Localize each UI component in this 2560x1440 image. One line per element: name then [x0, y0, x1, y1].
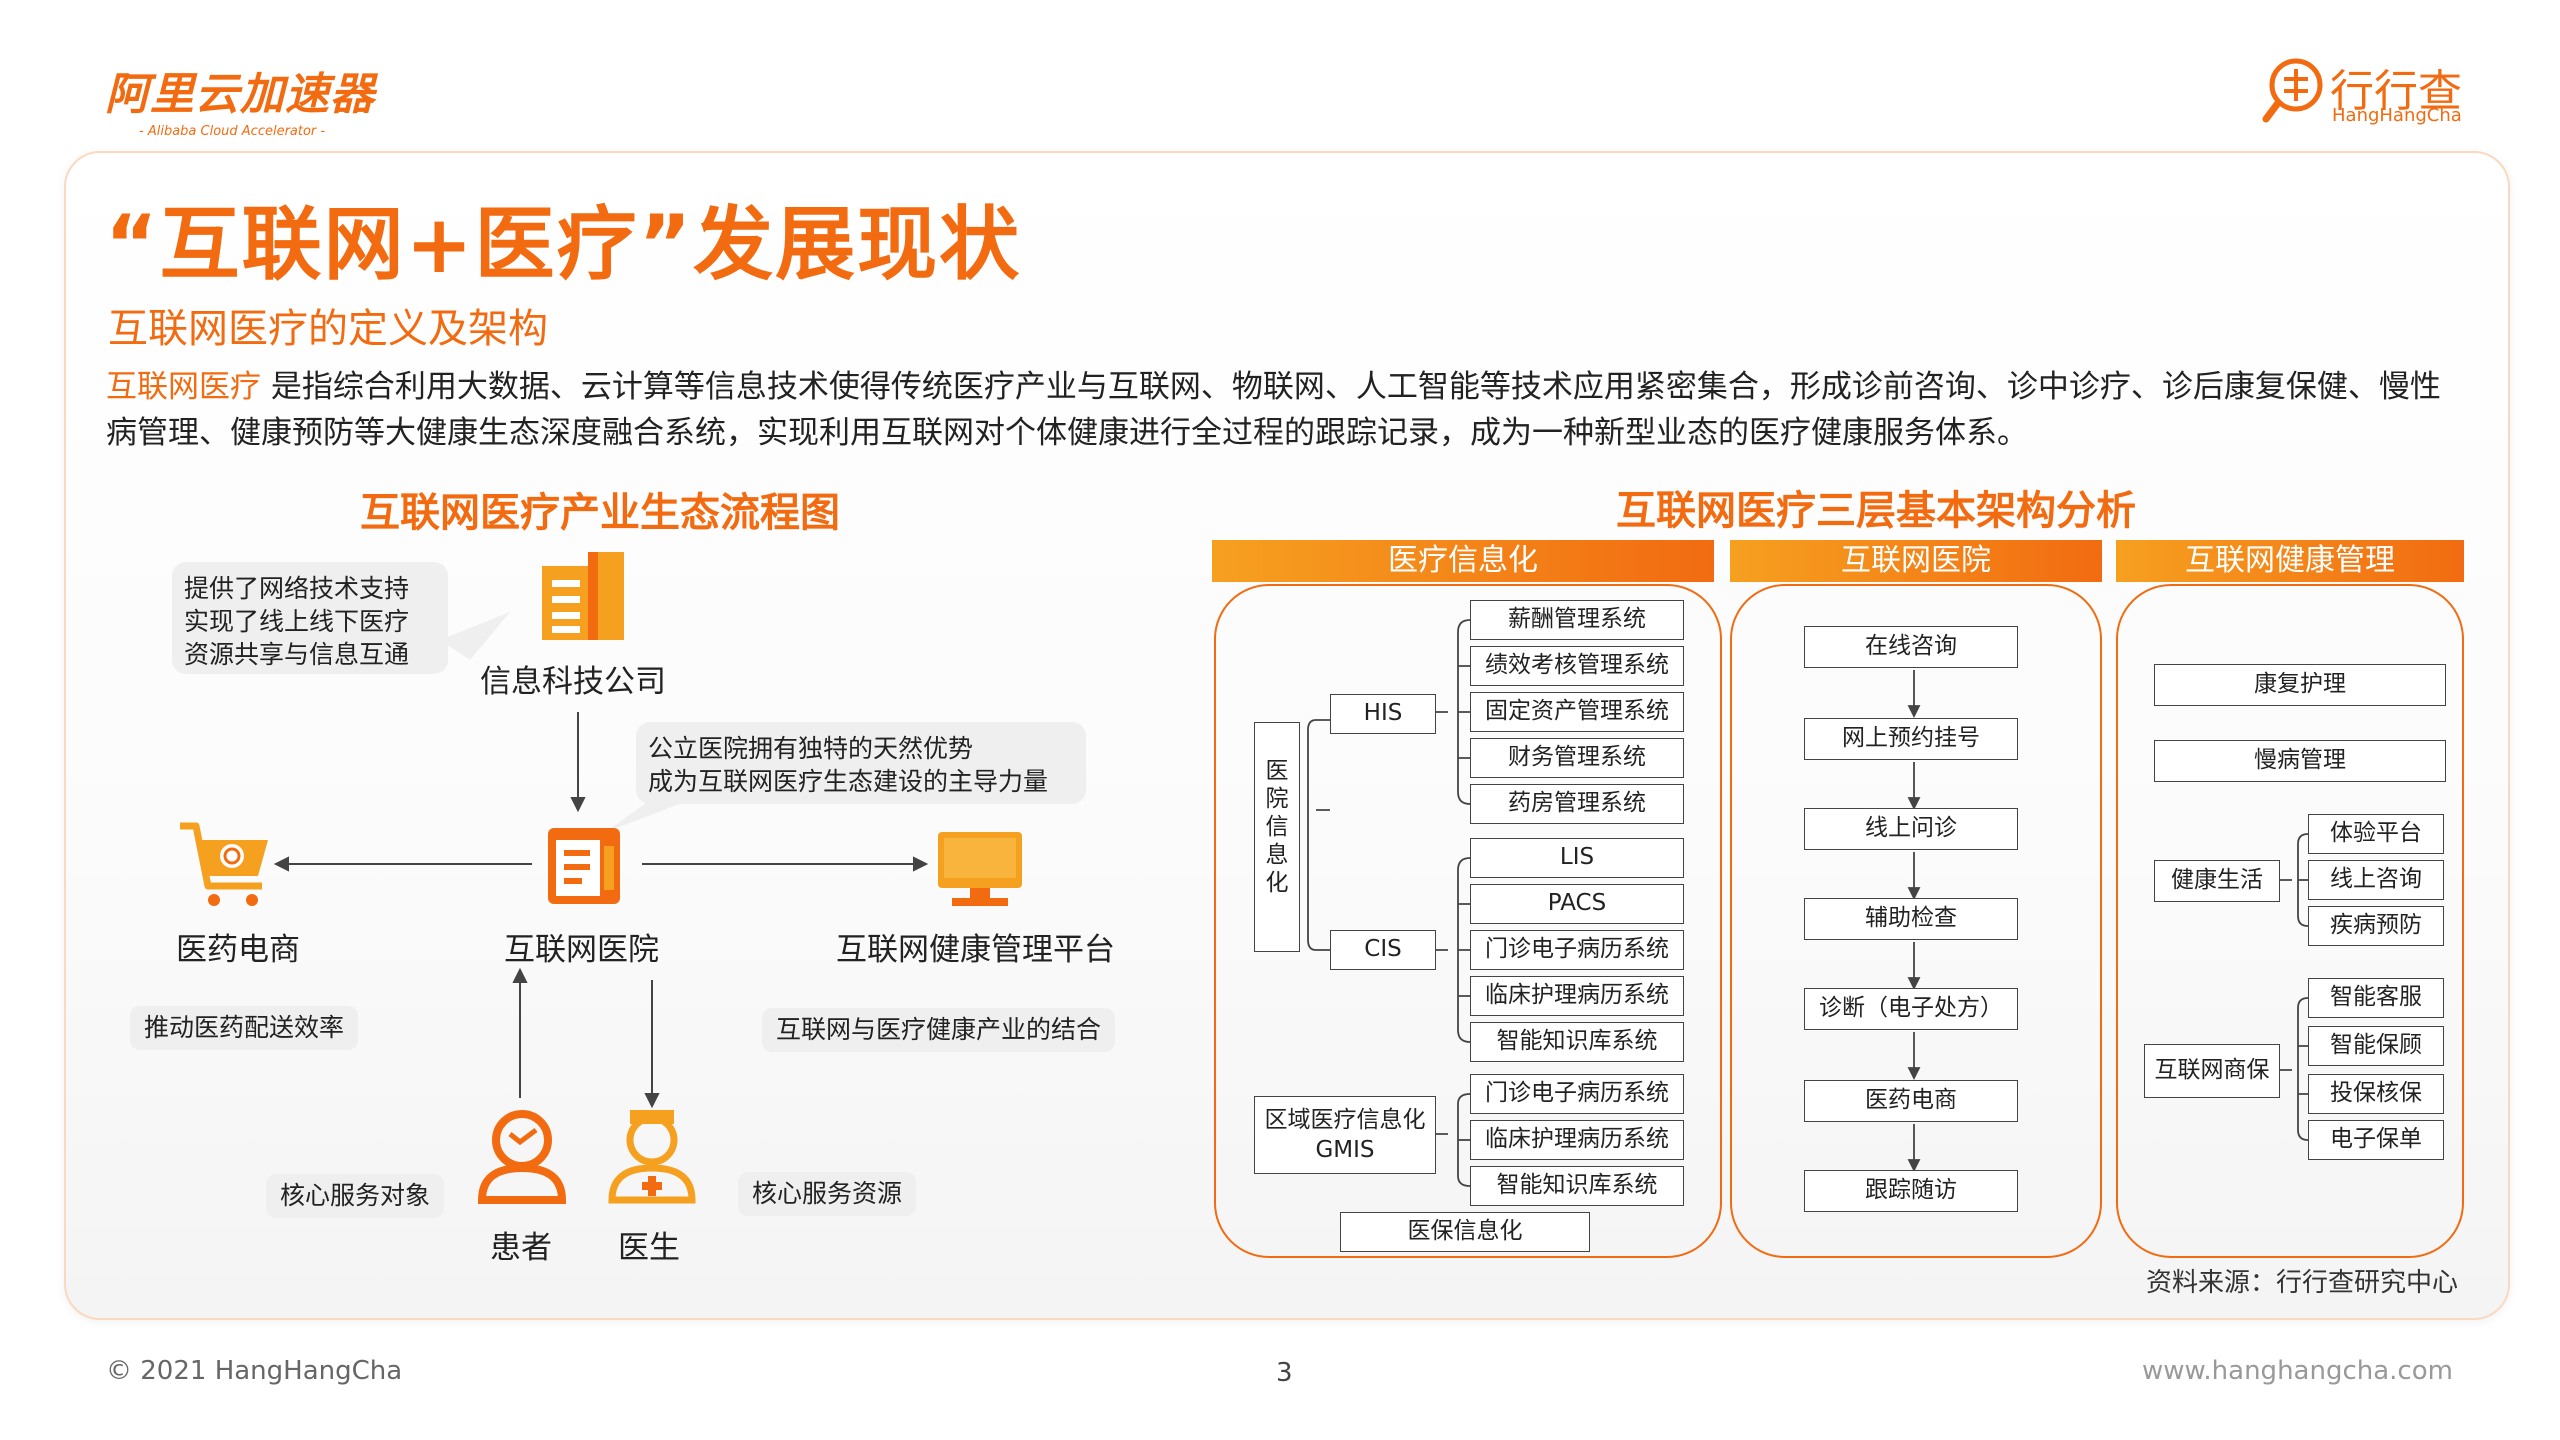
- gmis-item: 门诊电子病历系统: [1470, 1074, 1684, 1114]
- cis-item: 智能知识库系统: [1470, 1022, 1684, 1062]
- gmis-box: 区域医疗信息化 GMIS: [1254, 1096, 1436, 1174]
- hospital-step: 医药电商: [1804, 1080, 2018, 1122]
- footer-page-number: 3: [1276, 1358, 1293, 1388]
- hospital-step: 在线咨询: [1804, 626, 2018, 668]
- his-item: 绩效考核管理系统: [1470, 646, 1684, 686]
- life-item: 疾病预防: [2308, 906, 2444, 946]
- hospital-info-root: 医院信息化: [1254, 722, 1300, 952]
- cis-item: LIS: [1470, 838, 1684, 878]
- cis-item: PACS: [1470, 884, 1684, 924]
- commercial-insurance-box: 互联网商保: [2144, 1044, 2280, 1098]
- footer-url[interactable]: www.hanghangcha.com: [2142, 1356, 2453, 1386]
- cis-item: 临床护理病历系统: [1470, 976, 1684, 1016]
- health-life-box: 健康生活: [2154, 860, 2280, 902]
- life-item: 体验平台: [2308, 814, 2444, 854]
- insure-item: 智能客服: [2308, 978, 2444, 1018]
- insure-item: 投保核保: [2308, 1074, 2444, 1114]
- gmis-item: 智能知识库系统: [1470, 1166, 1684, 1206]
- his-item: 财务管理系统: [1470, 738, 1684, 778]
- hospital-step: 线上问诊: [1804, 808, 2018, 850]
- his-item: 药房管理系统: [1470, 784, 1684, 824]
- gmis-item: 临床护理病历系统: [1470, 1120, 1684, 1160]
- hospital-step: 诊断（电子处方）: [1804, 988, 2018, 1030]
- gmis-line: 区域医疗信息化: [1255, 1105, 1435, 1135]
- health-item: 慢病管理: [2154, 740, 2446, 782]
- insure-item: 电子保单: [2308, 1120, 2444, 1160]
- cis-box: CIS: [1330, 930, 1436, 970]
- footer-copyright: © 2021 HangHangCha: [106, 1356, 402, 1386]
- his-box: HIS: [1330, 694, 1436, 734]
- life-item: 线上咨询: [2308, 860, 2444, 900]
- source-note: 资料来源：行行查研究中心: [2146, 1262, 2458, 1299]
- hospital-step: 网上预约挂号: [1804, 718, 2018, 760]
- health-item: 康复护理: [2154, 664, 2446, 706]
- his-item: 薪酬管理系统: [1470, 600, 1684, 640]
- gmis-line: GMIS: [1255, 1135, 1435, 1165]
- hospital-step: 辅助检查: [1804, 898, 2018, 940]
- insure-item: 智能保顾: [2308, 1026, 2444, 1066]
- his-item: 固定资产管理系统: [1470, 692, 1684, 732]
- cis-item: 门诊电子病历系统: [1470, 930, 1684, 970]
- hospital-step: 跟踪随访: [1804, 1170, 2018, 1212]
- insurance-info-box: 医保信息化: [1340, 1212, 1590, 1252]
